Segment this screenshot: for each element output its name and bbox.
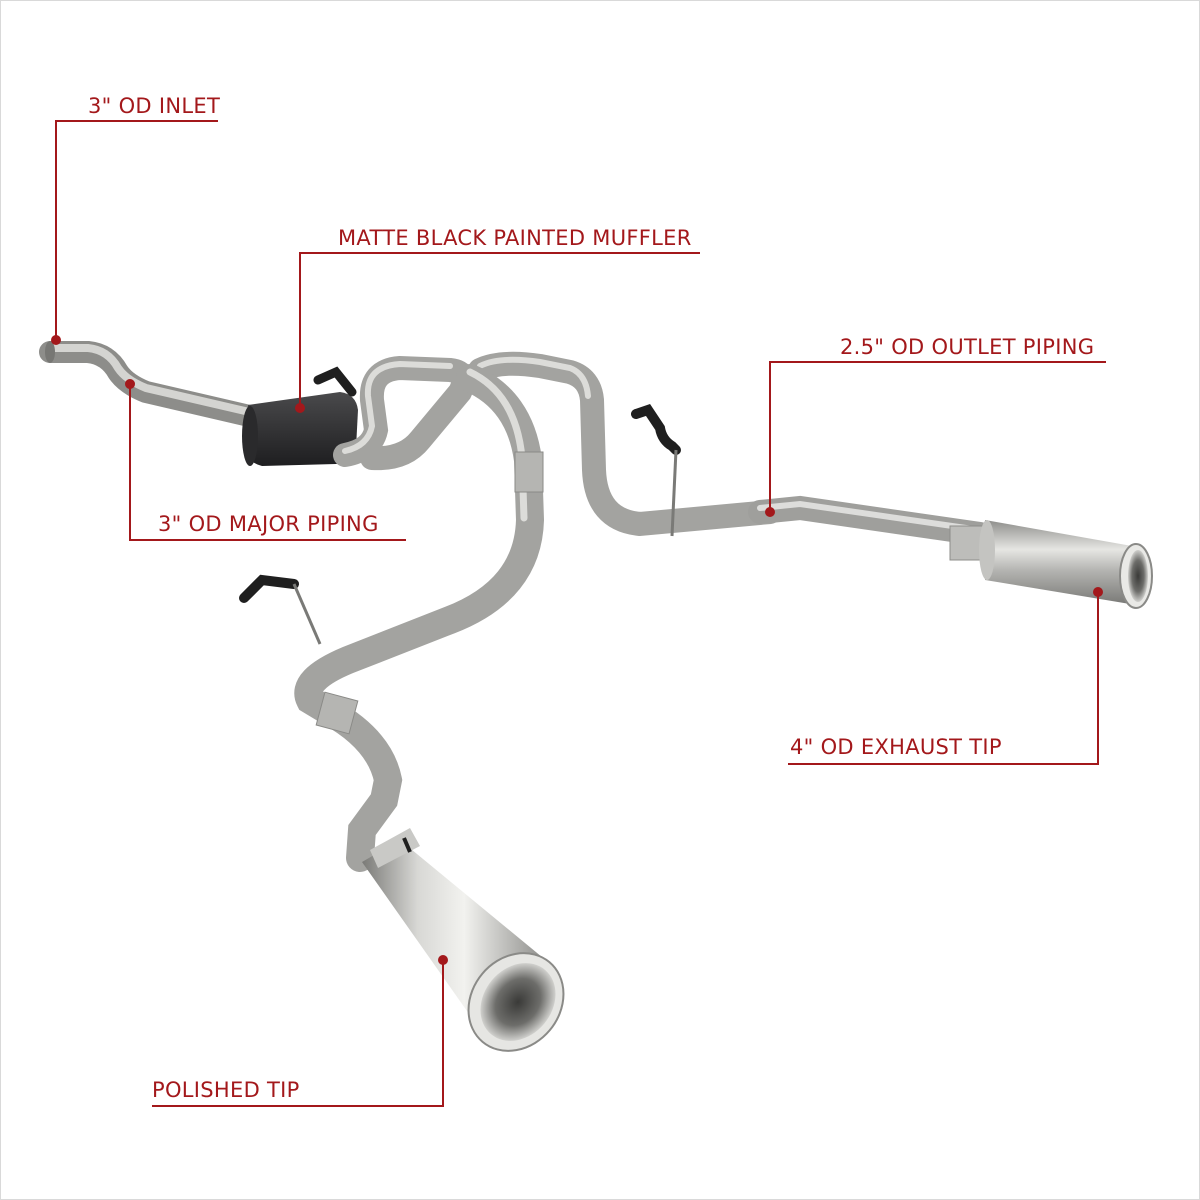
outlet-pipe	[748, 495, 992, 561]
label-outlet-piping: 2.5" OD OUTLET PIPING	[840, 335, 1095, 359]
callout-dot-polished-tip	[438, 955, 448, 965]
callout-dots	[51, 335, 1103, 965]
callout-dot-inlet	[51, 335, 61, 345]
callout-dot-exhaust-tip	[1093, 587, 1103, 597]
label-exhaust-tip: 4" OD EXHAUST TIP	[790, 735, 1002, 759]
inlet-pipe	[39, 341, 269, 429]
callout-dot-muffler	[295, 403, 305, 413]
callout-dot-outlet-piping	[765, 507, 775, 517]
crossover-pipes	[294, 351, 782, 872]
label-muffler: MATTE BLACK PAINTED MUFFLER	[338, 226, 692, 250]
exhaust-tip-right	[979, 520, 1153, 609]
hangers	[239, 404, 681, 853]
callout-dot-major-piping	[125, 379, 135, 389]
label-inlet: 3" OD INLET	[88, 94, 221, 118]
muffler	[242, 366, 358, 466]
label-polished-tip: POLISHED TIP	[152, 1078, 300, 1102]
callout-line-inlet	[55, 120, 218, 340]
label-major-piping: 3" OD MAJOR PIPING	[158, 512, 379, 536]
callout-lines	[55, 120, 1106, 1107]
callout-line-major-piping	[129, 384, 406, 541]
callout-line-muffler	[299, 252, 700, 408]
callout-line-polished-tip	[152, 960, 444, 1107]
callout-line-exhaust-tip	[788, 592, 1099, 765]
polished-tip-left	[362, 828, 565, 1052]
callout-line-outlet-piping	[769, 361, 1106, 512]
